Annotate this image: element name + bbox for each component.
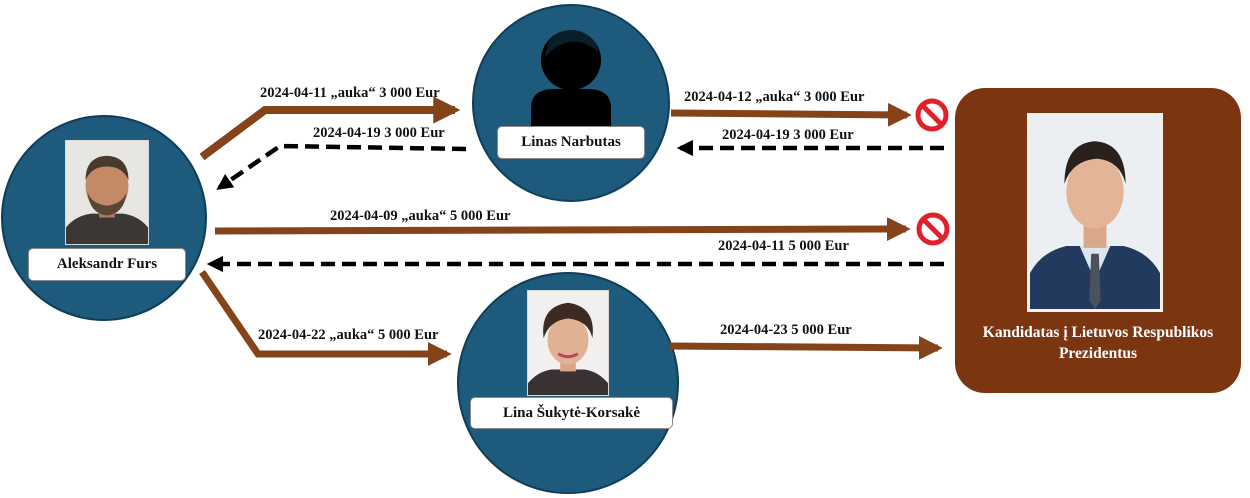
edge-label-narbutas-to-furs: 2024-04-19 3 000 Eur	[313, 125, 445, 141]
name-box-linas-narbutas: Linas Narbutas	[497, 126, 645, 159]
candidate-caption: Kandidatas į Lietuvos Respublikos Prezid…	[955, 322, 1241, 364]
arrow-furs-to-candidate	[214, 217, 911, 241]
arrow-furs-to-narbutas	[199, 96, 461, 161]
arrow-narbutas-to-candidate	[670, 102, 912, 127]
edge-label-furs-to-narbutas: 2024-04-11 „auka“ 3 000 Eur	[260, 85, 440, 101]
no-entry-icon	[916, 212, 950, 246]
woman-photo	[527, 290, 609, 396]
edge-label-lina-to-candidate: 2024-04-23 5 000 Eur	[720, 322, 852, 338]
arrow-narbutas-to-furs	[216, 143, 467, 190]
candidate-caption-line2: Prezidentus	[1058, 345, 1138, 362]
edge-label-candidate-to-furs: 2024-04-11 5 000 Eur	[718, 238, 849, 254]
edge-label-candidate-to-narbutas: 2024-04-19 3 000 Eur	[722, 127, 854, 143]
man-in-suit-photo	[1027, 113, 1163, 312]
person-silhouette-icon	[531, 28, 611, 130]
candidate-caption-line1: Kandidatas į Lietuvos Respublikos	[982, 324, 1214, 341]
name-box-aleksandr-furs: Aleksandr Furs	[28, 248, 186, 281]
man-photo	[65, 140, 149, 245]
arrow-lina-to-candidate	[669, 335, 943, 360]
edge-label-narbutas-to-candidate: 2024-04-12 „auka“ 3 000 Eur	[684, 89, 865, 105]
no-entry-icon	[915, 98, 949, 132]
edge-label-furs-to-candidate: 2024-04-09 „auka“ 5 000 Eur	[330, 208, 511, 224]
name-box-lina-sukyte-korsake: Lina Šukytė-Korsakė	[470, 397, 673, 429]
arrow-furs-to-lina	[199, 270, 452, 366]
edge-label-furs-to-lina: 2024-04-22 „auka“ 5 000 Eur	[258, 327, 439, 343]
